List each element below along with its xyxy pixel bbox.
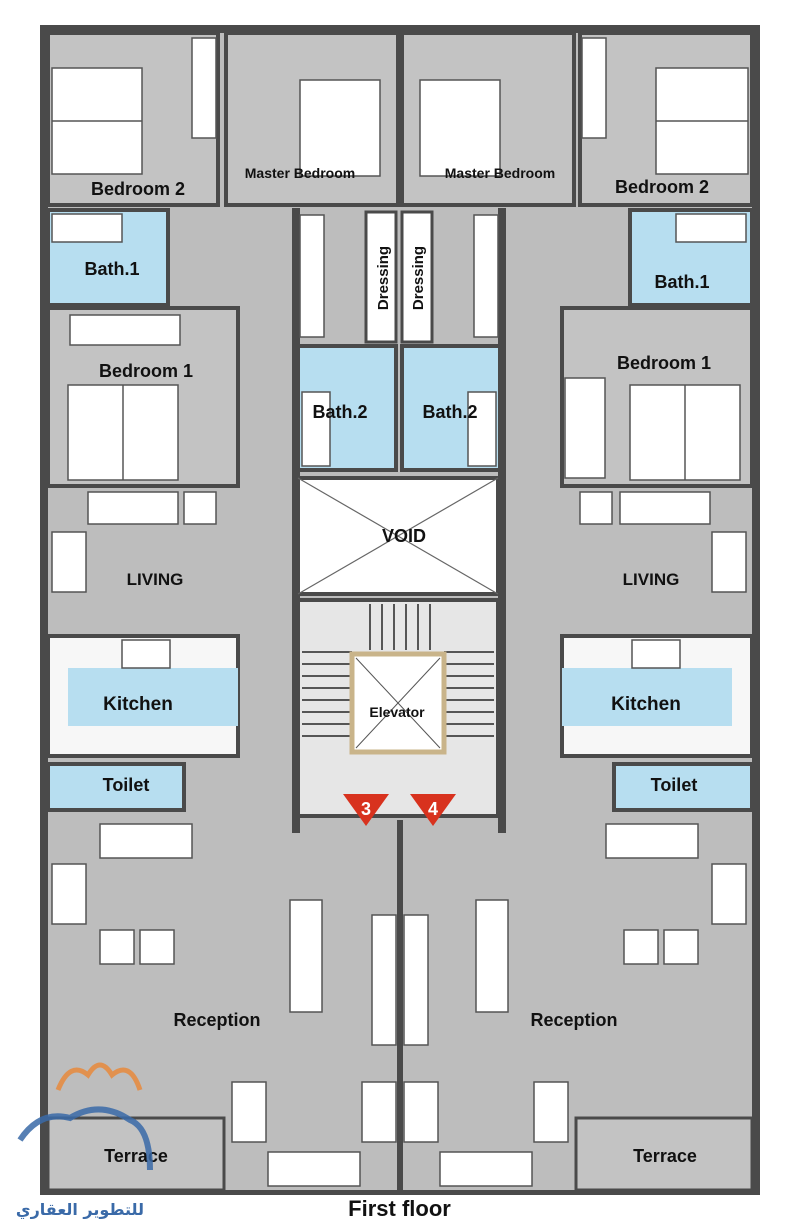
label-reception-right: Reception: [530, 1010, 617, 1030]
wardrobe-icon: [191, 37, 607, 338]
bed-icon: [67, 314, 741, 481]
stove-icon: [121, 639, 681, 669]
label-kitchen-left: Kitchen: [103, 694, 173, 715]
unit-marker-left-number: 3: [361, 799, 371, 819]
bathtub-icon: [51, 213, 747, 467]
kitchen-right-tile: [562, 668, 732, 726]
label-bath2-left: Bath.2: [312, 402, 367, 422]
label-void: VOID: [382, 526, 426, 546]
plan-caption: First floor: [348, 1196, 451, 1221]
stairs-icon: [302, 604, 494, 737]
unit-marker-right-number: 4: [428, 799, 438, 819]
label-reception-left: Reception: [173, 1010, 260, 1030]
label-master-left: Master Bedroom: [245, 165, 355, 181]
dressing-left-room: [364, 210, 398, 344]
label-living-right: LIVING: [623, 570, 680, 589]
label-terrace-right: Terrace: [633, 1146, 697, 1166]
building-crown-logo-icon: [17, 1062, 153, 1171]
label-bedroom1-right: Bedroom 1: [617, 353, 711, 373]
kitchen-left-tile: [68, 668, 238, 726]
label-dressing-left: Dressing: [375, 246, 392, 310]
label-master-right: Master Bedroom: [445, 165, 555, 181]
label-bedroom2-right: Bedroom 2: [615, 177, 709, 197]
elevator-cross-line: [355, 657, 441, 749]
label-bedroom1-left: Bedroom 1: [99, 361, 193, 381]
bed-icon: [51, 67, 749, 177]
unit-marker-left-icon: [343, 794, 389, 826]
label-kitchen-right: Kitchen: [611, 694, 681, 715]
toilet-left-room: [46, 762, 186, 812]
logo-arabic-text: للتطوير العقاري: [16, 1200, 144, 1220]
sofa-icon: [231, 1081, 569, 1187]
label-bath1-left: Bath.1: [84, 259, 139, 279]
terrace-right-area: [574, 1116, 754, 1192]
unit-marker-right-icon: [410, 794, 456, 826]
toilet-right-room: [612, 762, 754, 812]
label-bath1-right: Bath.1: [654, 272, 709, 292]
label-bedroom2-left: Bedroom 2: [91, 179, 185, 199]
label-toilet-left: Toilet: [103, 775, 150, 795]
sofa-icon: [51, 491, 747, 965]
label-dressing-right: Dressing: [410, 246, 427, 310]
center-divider: [397, 820, 403, 1190]
dressing-right-room: [400, 210, 434, 344]
terrace-left-area: [46, 1116, 226, 1192]
core-wall-right: [498, 208, 506, 833]
void-cross-line: [297, 477, 499, 595]
label-elevator: Elevator: [369, 704, 425, 720]
label-terrace-left: Terrace: [104, 1146, 168, 1166]
label-living-left: LIVING: [127, 570, 184, 589]
label-toilet-right: Toilet: [651, 775, 698, 795]
label-bath2-right: Bath.2: [422, 402, 477, 422]
dining-table-icon: [289, 899, 509, 1046]
